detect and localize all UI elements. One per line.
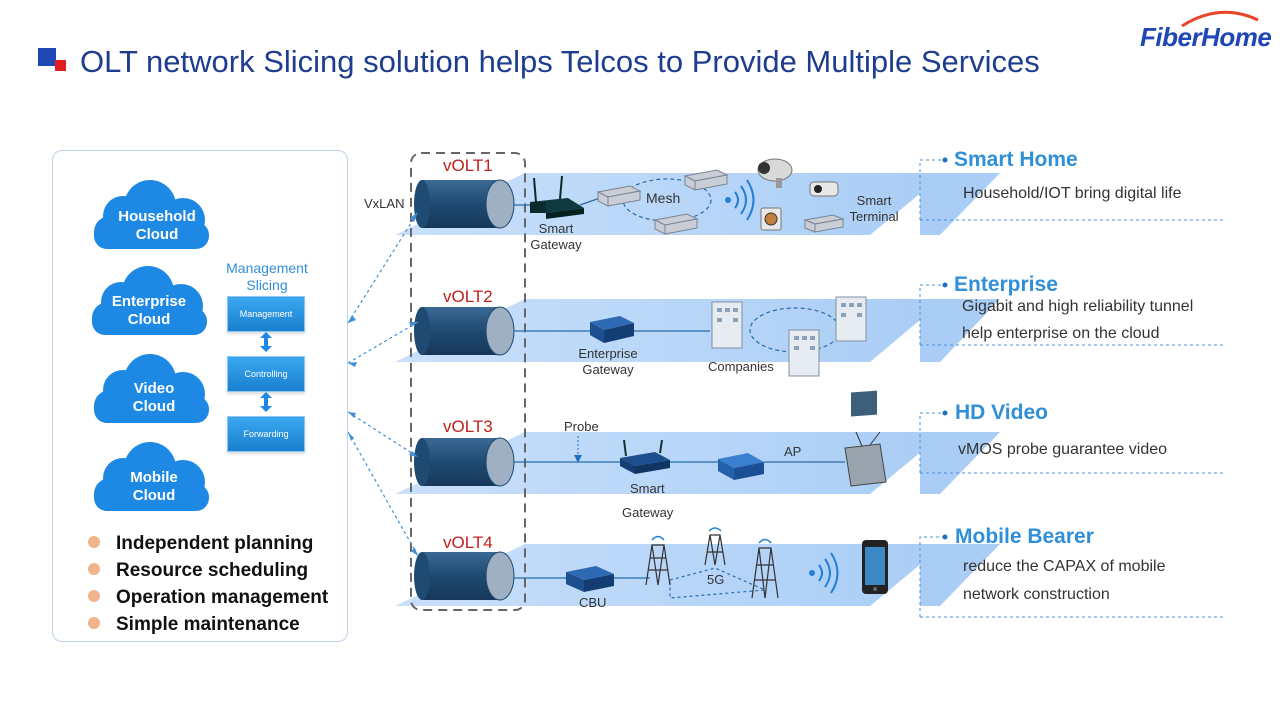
- smart-gateway-label-2b: Gateway: [622, 505, 674, 520]
- cloud-icon-household: [94, 180, 209, 249]
- cylinder-3: [414, 437, 515, 487]
- bullet-operation-management: Operation management: [88, 587, 328, 609]
- link-vxlan-3: [347, 411, 419, 458]
- service-band-4: [920, 544, 1000, 606]
- volt-label-3: vOLT3: [443, 417, 493, 436]
- cloud-icon-mobile: [94, 442, 209, 511]
- companies-label: Companies: [708, 359, 774, 374]
- bullet-simple-maintenance: Simple maintenance: [88, 614, 300, 636]
- vxlan-label: VxLAN: [364, 196, 405, 211]
- volt-label-4: vOLT4: [443, 533, 493, 552]
- logo-swoosh-icon: [1181, 10, 1259, 28]
- service-title-smart-home: Smart Home: [954, 148, 1078, 171]
- cloud-shapes: [92, 180, 209, 511]
- service-frame-1: [919, 159, 1225, 221]
- service-band-2: [920, 299, 1000, 362]
- wifi-signal-icon-2: [809, 552, 839, 594]
- forwarding-box: Forwarding: [227, 416, 305, 452]
- cylinder-2: [414, 306, 515, 356]
- controlling-box: Controlling: [227, 356, 305, 392]
- television-icon: [844, 390, 887, 487]
- cloud-icon-video: [94, 354, 209, 423]
- service-desc-smart-home: Household/IOT bring digital life: [963, 185, 1182, 202]
- service-title-mobile-bearer: Mobile Bearer: [955, 525, 1094, 548]
- smart-gateway-label-2a: Smart: [630, 481, 665, 496]
- link-vxlan-2: [347, 321, 419, 364]
- service-frame-2: [919, 284, 1225, 346]
- access-point-icon: [718, 453, 764, 480]
- probe-label: Probe: [564, 419, 599, 434]
- camera-icon-3: [760, 207, 782, 231]
- service-desc-mobile-2: network construction: [963, 586, 1110, 603]
- page-title: OLT network Slicing solution helps Telco…: [80, 44, 1040, 79]
- fiberhome-logo: FiberHome: [1140, 22, 1272, 52]
- ap-label: AP: [784, 444, 802, 459]
- service-frame-3: [919, 412, 1225, 474]
- enterprise-gateway-icon: [590, 316, 634, 343]
- bullet-resource-scheduling: Resource scheduling: [88, 560, 308, 582]
- service-frame-4: [919, 536, 1225, 618]
- wifi-signal-icon-1: [725, 179, 755, 221]
- volt-container: [410, 152, 526, 611]
- title-bullet-icon: [38, 48, 66, 71]
- fiveg-label: 5G: [707, 572, 725, 587]
- volt-label-1: vOLT1: [443, 156, 493, 175]
- service-desc-mobile-1: reduce the CAPAX of mobile: [963, 558, 1166, 575]
- cell-tower-icons: [645, 534, 779, 599]
- smart-gateway-router-icon-2: [620, 439, 670, 474]
- service-band-3: [920, 432, 1000, 494]
- volt-label-2: vOLT2: [443, 287, 493, 306]
- service-desc-enterprise-2: help enterprise on the cloud: [962, 325, 1160, 342]
- service-desc-hd-video: vMOS probe guarantee video: [958, 441, 1168, 458]
- bullet-independent-planning: Independent planning: [88, 533, 313, 555]
- lane-4: [395, 544, 945, 606]
- camera-icon-1: [757, 158, 793, 188]
- management-box: Management: [227, 296, 305, 332]
- camera-icon-2: [809, 181, 839, 197]
- service-title-enterprise: Enterprise: [954, 273, 1058, 296]
- cylinder-4: [414, 551, 515, 601]
- smart-gateway-router-icon: [530, 175, 584, 219]
- mesh-label: Mesh: [646, 190, 681, 206]
- link-vxlan-1: [347, 211, 419, 324]
- cbu-device-icon: [566, 566, 614, 592]
- double-arrow-icons: [260, 332, 272, 412]
- mesh-node-icons: [596, 169, 845, 235]
- service-title-hd-video: HD Video: [955, 401, 1048, 424]
- cylinder-1: [414, 179, 515, 229]
- service-desc-enterprise-1: Gigabit and high reliability tunnel: [962, 298, 1194, 315]
- mobile-phone-icon: [862, 540, 888, 594]
- cbu-label: CBU: [579, 595, 607, 610]
- cloud-icon-enterprise: [92, 266, 207, 335]
